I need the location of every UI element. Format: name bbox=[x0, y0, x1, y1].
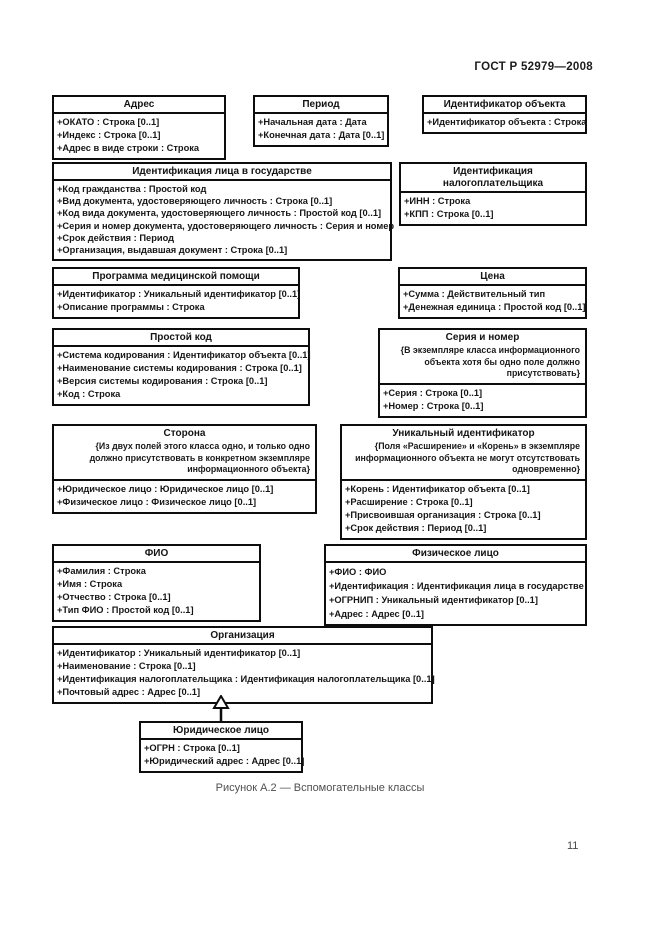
class-attribute: +Адрес : Адрес [0..1] bbox=[329, 609, 424, 619]
class-box-period: Период +Начальная дата : Дата +Конечная … bbox=[253, 95, 389, 147]
class-attribute: +ФИО : ФИО bbox=[329, 567, 387, 577]
class-attribute: +Код вида документа, удостоверяющего лич… bbox=[57, 208, 382, 219]
class-attribute: +Организация, выдавшая документ : Строка… bbox=[57, 245, 288, 256]
class-title: Организация bbox=[54, 628, 431, 645]
generalization-arrow bbox=[212, 695, 230, 723]
class-attribute: +Расширение : Строка [0..1] bbox=[345, 496, 473, 507]
class-attributes: +Система кодирования : Идентификатор объ… bbox=[54, 347, 311, 404]
class-attribute: +Срок действия : Период bbox=[57, 232, 175, 243]
class-attribute: +Наименование системы кодирования : Стро… bbox=[57, 363, 302, 373]
class-attributes: +Фамилия : Строка +Имя : Строка +Отчеств… bbox=[54, 563, 259, 620]
class-attribute: +ИНН : Строка bbox=[404, 196, 471, 206]
class-attribute: +Вид документа, удостоверяющего личность… bbox=[57, 196, 333, 207]
class-title: Сторона bbox=[163, 428, 206, 439]
class-title: Простой код bbox=[54, 330, 308, 347]
class-title: Юридическое лицо bbox=[141, 723, 301, 740]
class-attribute: +Начальная дата : Дата bbox=[258, 117, 367, 127]
class-attribute: +Тип ФИО : Простой код [0..1] bbox=[57, 605, 194, 615]
class-attribute: +Идентификатор : Уникальный идентификато… bbox=[57, 648, 301, 658]
class-header-compartment: Серия и номер {В экземпляре класса инфор… bbox=[380, 330, 585, 385]
class-attribute: +Система кодирования : Идентификатор объ… bbox=[57, 350, 311, 360]
class-box-party: Сторона {Из двух полей этого класса одно… bbox=[52, 424, 317, 514]
class-title: Период bbox=[255, 97, 387, 114]
figure-caption: Рисунок А.2 — Вспомогательные классы bbox=[215, 782, 425, 794]
class-title: Программа медицинской помощи bbox=[54, 269, 298, 286]
class-attribute: +ОГРНИП : Уникальный идентификатор [0..1… bbox=[329, 595, 538, 605]
class-attribute: +Серия и номер документа, удостоверяющег… bbox=[57, 220, 395, 231]
class-attributes: +ОГРН : Строка [0..1] +Юридический адрес… bbox=[141, 740, 305, 771]
class-attribute: +Присвоившая организация : Строка [0..1] bbox=[345, 509, 541, 520]
class-header-compartment: Уникальный идентификатор {Поля «Расширен… bbox=[342, 426, 585, 481]
class-title: Физическое лицо bbox=[326, 546, 585, 563]
class-attribute: +Юридическое лицо : Юридическое лицо [0.… bbox=[57, 483, 274, 494]
class-attributes: +ИНН : Строка +КПП : Строка [0..1] bbox=[401, 193, 585, 224]
class-title: Цена bbox=[400, 269, 585, 286]
class-box-simple-code: Простой код +Система кодирования : Идент… bbox=[52, 328, 311, 406]
class-title: Адрес bbox=[54, 97, 224, 114]
class-box-series-and-number: Серия и номер {В экземпляре класса инфор… bbox=[378, 328, 587, 418]
class-attribute: +Идентификация налогоплательщика : Идент… bbox=[57, 674, 435, 684]
class-attribute: +Индекс : Строка [0..1] bbox=[57, 130, 161, 140]
class-attribute: +Корень : Идентификатор объекта [0..1] bbox=[345, 483, 530, 494]
class-attributes: +Идентификатор : Уникальный идентификато… bbox=[54, 645, 435, 702]
class-attribute: +Идентификатор : Уникальный идентификато… bbox=[57, 289, 301, 299]
class-constraint: {Из двух полей этого класса одно, и толь… bbox=[89, 441, 310, 474]
class-attribute: +Срок действия : Период [0..1] bbox=[345, 522, 487, 533]
class-attribute: +Имя : Строка bbox=[57, 579, 123, 589]
class-attribute: +Сумма : Действительный тип bbox=[403, 289, 546, 299]
class-title: Идентификатор объекта bbox=[424, 97, 585, 114]
class-box-person-state-identification: Идентификация лица в государстве +Код гр… bbox=[52, 162, 395, 262]
class-attributes: +Серия : Строка [0..1] +Номер : Строка [… bbox=[380, 385, 585, 416]
class-attribute: +Фамилия : Строка bbox=[57, 566, 146, 576]
class-box-unique-identifier: Уникальный идентификатор {Поля «Расширен… bbox=[340, 424, 587, 540]
class-attribute: +Отчество : Строка [0..1] bbox=[57, 592, 171, 602]
class-attribute: +КПП : Строка [0..1] bbox=[404, 209, 494, 219]
class-attribute: +Версия системы кодирования : Строка [0.… bbox=[57, 376, 268, 386]
class-attribute: +ОКАТО : Строка [0..1] bbox=[57, 117, 160, 127]
class-attribute: +Физическое лицо : Физическое лицо [0..1… bbox=[57, 496, 257, 507]
page-number: 11 bbox=[567, 840, 579, 852]
class-attribute: +Денежная единица : Простой код [0..1] bbox=[403, 302, 586, 312]
class-attribute: +Идентификатор объекта : Строка bbox=[427, 117, 587, 127]
class-attribute: +Адрес в виде строки : Строка bbox=[57, 143, 200, 153]
class-attribute: +Код гражданства : Простой код bbox=[57, 184, 207, 194]
class-box-price: Цена +Сумма : Действительный тип +Денежн… bbox=[398, 267, 587, 319]
class-attribute: +Идентификация : Идентификация лица в го… bbox=[329, 581, 584, 591]
class-box-medical-program: Программа медицинской помощи +Идентифика… bbox=[52, 267, 300, 319]
class-title: Уникальный идентификатор bbox=[392, 428, 535, 439]
class-attribute: +ОГРН : Строка [0..1] bbox=[144, 743, 240, 753]
class-attribute: +Серия : Строка [0..1] bbox=[383, 387, 483, 398]
document-header: ГОСТ Р 52979—2008 bbox=[474, 61, 593, 73]
class-attributes: +Идентификатор объекта : Строка bbox=[424, 114, 587, 132]
class-box-individual-person: Физическое лицо +ФИО : ФИО +Идентификаци… bbox=[324, 544, 587, 626]
class-attribute: +Конечная дата : Дата [0..1] bbox=[258, 130, 385, 140]
class-attributes: +Корень : Идентификатор объекта [0..1] +… bbox=[342, 481, 585, 538]
class-box-legal-entity: Юридическое лицо +ОГРН : Строка [0..1] +… bbox=[139, 721, 305, 773]
class-attributes: +Код гражданства : Простой код +Вид доку… bbox=[54, 181, 395, 259]
class-title: Серия и номер bbox=[445, 332, 520, 343]
class-attributes: +Начальная дата : Дата +Конечная дата : … bbox=[255, 114, 387, 145]
class-attributes: +ОКАТО : Строка [0..1] +Индекс : Строка … bbox=[54, 114, 224, 158]
class-box-taxpayer-identification: Идентификация налогоплательщика +ИНН : С… bbox=[399, 162, 587, 226]
class-constraint: {В экземпляре класса информационного объ… bbox=[400, 345, 580, 378]
class-attribute: +Юридический адрес : Адрес [0..1] bbox=[144, 756, 305, 766]
class-header-compartment: Сторона {Из двух полей этого класса одно… bbox=[54, 426, 315, 481]
class-attribute: +Номер : Строка [0..1] bbox=[383, 400, 484, 411]
class-attribute: +Почтовый адрес : Адрес [0..1] bbox=[57, 687, 201, 697]
class-attributes: +Сумма : Действительный тип +Денежная ед… bbox=[400, 286, 586, 317]
class-title: Идентификация налогоплательщика bbox=[401, 164, 585, 193]
class-attribute: +Описание программы : Строка bbox=[57, 302, 205, 312]
class-attributes: +Юридическое лицо : Юридическое лицо [0.… bbox=[54, 481, 315, 512]
class-box-address: Адрес +ОКАТО : Строка [0..1] +Индекс : С… bbox=[52, 95, 226, 160]
class-title: ФИО bbox=[54, 546, 259, 563]
class-attribute: +Наименование : Строка [0..1] bbox=[57, 661, 196, 671]
class-box-organization: Организация +Идентификатор : Уникальный … bbox=[52, 626, 435, 704]
class-attributes: +ФИО : ФИО +Идентификация : Идентификаци… bbox=[326, 563, 585, 624]
class-box-fio: ФИО +Фамилия : Строка +Имя : Строка +Отч… bbox=[52, 544, 261, 622]
class-constraint: {Поля «Расширение» и «Корень» в экземпля… bbox=[355, 441, 580, 474]
class-box-object-identifier: Идентификатор объекта +Идентификатор объ… bbox=[422, 95, 587, 134]
class-attribute: +Код : Строка bbox=[57, 389, 121, 399]
class-attributes: +Идентификатор : Уникальный идентификато… bbox=[54, 286, 301, 317]
class-title: Идентификация лица в государстве bbox=[54, 164, 390, 181]
